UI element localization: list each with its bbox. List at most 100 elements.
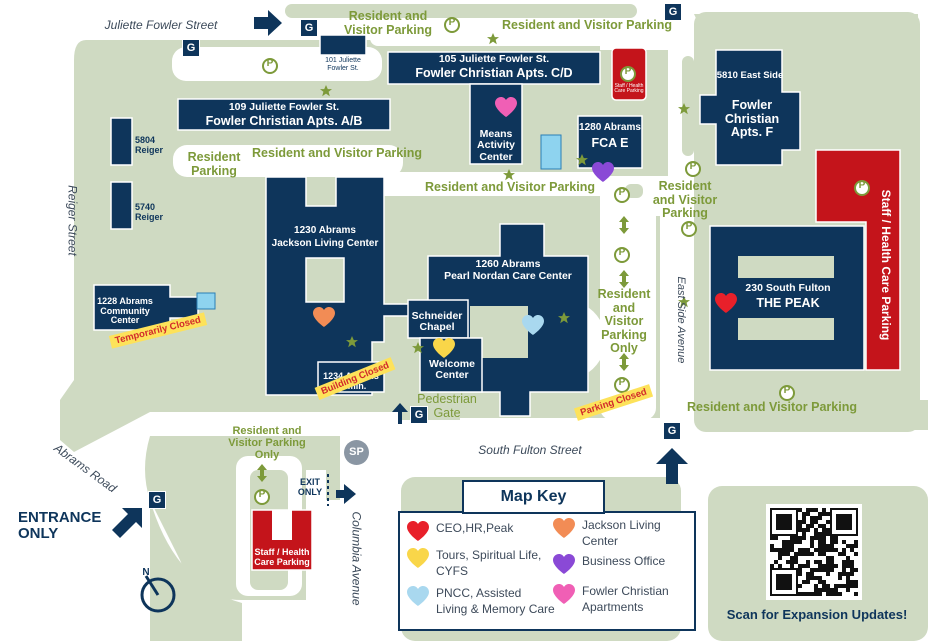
label-scan: Scan for Expansion Updates! [726,607,908,622]
label-pedestrian-gate: Pedestrian Gate [417,392,477,420]
label-101: 101 Juliette Fowler St. [325,57,361,72]
street-east-side: East Side Avenue [674,276,687,364]
parking-p: P [685,221,693,232]
parking-icon [254,489,270,505]
arrow-right-icon [254,10,282,36]
qr-code [766,504,862,600]
parking-p: P [448,17,456,28]
label-parking-mid-left: Resident and Visitor Parking [252,146,422,160]
compass-icon [140,575,176,613]
label-5810-line2: Fowler Christian Apts. F [724,98,780,139]
label-parking-southeast: Resident and Visitor Parking [687,400,857,414]
patio-icon [196,292,216,310]
map-key-item: Fowler Christian Apartments [552,583,692,615]
building-101-juliette [319,34,367,56]
arrow-upright-icon [112,508,142,538]
label-5810-line1: 5810 East Side [716,70,784,81]
staff-parking-east [815,149,901,371]
label-entrance-only: ENTRANCE ONLY [18,509,102,543]
label-109-line2: Fowler Christian Apts. A/B [205,114,363,128]
label-welcome: Welcome Center [429,358,475,382]
map-key-frame [398,480,696,631]
label-parking-east-center: Resident and Visitor Parking [652,179,718,220]
ground-patch [400,412,460,420]
label-1260-line1: 1260 Abrams [475,258,541,270]
label-chapel: Schneider Chapel [411,310,463,334]
street-juliette: Juliette Fowler Street [104,18,218,32]
label-1260-line2: Pearl Nordan Care Center [444,270,572,282]
gate-icon: G [148,491,166,509]
heart-red-icon [407,521,429,541]
parking-p: P [618,187,626,198]
label-means: Means Activity Center [477,128,515,163]
map-key-title: Map Key [500,488,567,505]
buildings [93,34,865,417]
parking-icon [444,17,460,33]
parking-icon [854,180,870,196]
gate-icon: G [663,422,681,440]
arrow-up-icon [656,448,688,484]
heart-pink-icon [553,584,575,604]
staff-parking-areas [251,47,901,571]
label-parking-mid-center: Resident and Visitor Parking [425,180,595,194]
parking-p: P [783,385,791,396]
label-exit-only: EXIT ONLY [297,477,323,497]
label-109-line1: 109 Juliette Fowler St. [228,101,340,113]
direction-arrows [257,216,629,482]
parking-icon [620,66,636,82]
map-key-label: CEO,HR,Peak [436,521,514,535]
building-5810 [699,49,801,166]
street-reiger: Reiger Street [65,185,80,256]
label-5740: 5740 Reiger [135,202,164,222]
map-key-label: PNCC, Assisted Living & Memory Care [436,586,555,617]
label-1230-line1: 1230 Abrams [294,225,356,236]
parking-markers [254,17,870,505]
label-1280-line2: FCA E [591,136,629,150]
navy-arrows [112,10,688,538]
map-key-label: Tours, Spiritual Life, CYFS [436,548,542,579]
heart-orange-icon [553,518,575,538]
label-parking-top-center: Resident and Visitor Parking [344,9,432,37]
building-5804 [110,117,133,166]
building-105-juliette [387,51,601,85]
parking-icon [681,221,697,237]
parking-p: P [618,247,626,258]
arrow-up-icon [392,403,408,424]
map-key-label: Business Office [582,554,666,568]
building-chapel [407,299,469,339]
gate-icon: G [410,406,428,424]
map-key-label: Jackson Living Center [582,518,661,549]
label-1228: 1228 Abrams Community Center [97,296,153,326]
label-105-line2: Fowler Christian Apts. C/D [415,66,573,80]
label-1230-line2: Jackson Living Center [271,238,379,249]
label-staff-south: Staff / Health Care Parking [254,547,310,567]
street-columbia: Columbia Avenue [349,511,364,606]
label-105-line1: 105 Juliette Fowler St. [438,53,550,65]
label-staff-east: Staff / Health Care Parking [879,189,893,341]
map-key-item: Tours, Spiritual Life, CYFS [406,547,546,579]
parking-p: P [689,161,697,172]
parking-icon [614,247,630,263]
parking-icon [614,187,630,203]
arrow-right-icon [336,484,356,504]
label-parking-top-right: Resident and Visitor Parking [502,18,672,32]
heart-lightblue-icon [407,586,429,606]
label-parking-south-only: Resident and Visitor Parking Only [228,425,306,461]
sp-icon: SP [344,440,369,465]
heart-purple-icon [553,554,575,574]
parking-icon [685,161,701,177]
label-1280-line1: 1280 Abrams [579,122,641,133]
parking-p: P [258,489,266,500]
pool-icon [540,134,562,170]
parking-p: P [266,58,274,69]
label-parking-center-only: Resident and Visitor Parking Only [597,287,651,355]
label-peak-line1: 230 South Fulton [745,282,831,294]
gate-icon: G [300,19,318,37]
map-key-item: Business Office [552,553,692,575]
label-resident-parking: Resident Parking [187,150,241,178]
map-key-label: Fowler Christian Apartments [582,584,669,615]
parking-p: P [618,377,626,388]
map-key-item: PNCC, Assisted Living & Memory Care [406,585,556,617]
parking-p: P [858,180,866,191]
